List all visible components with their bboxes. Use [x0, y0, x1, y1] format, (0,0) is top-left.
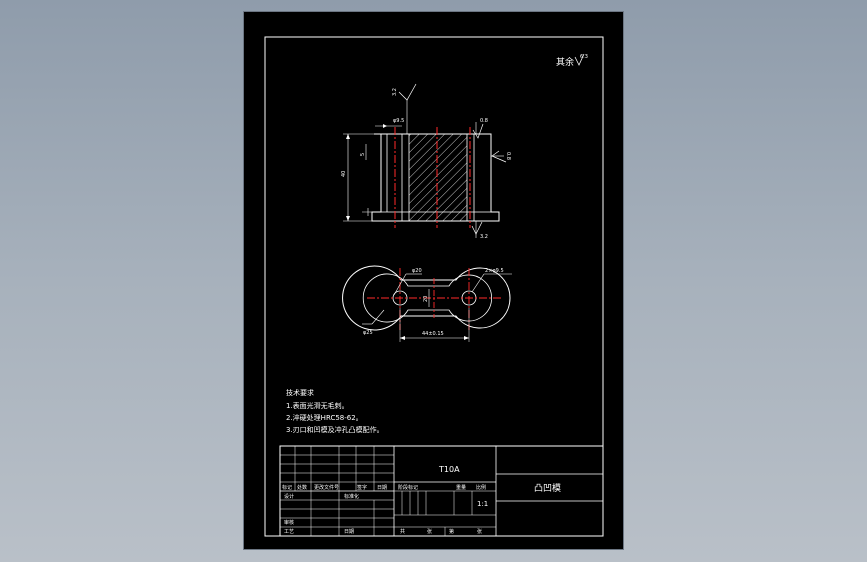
drawing-canvas: 其余 6.3 3.2 φ9.5 0.8 0.8 [264, 36, 604, 537]
roughness-symbol-icon [574, 53, 585, 66]
pitch-dim: 44±0.15 [422, 331, 444, 337]
side-roughness-icon [491, 150, 507, 163]
dia-top-dim: φ20 [412, 268, 422, 274]
page-label: 第 [449, 528, 454, 535]
tech-req-title: 技术要求 [286, 388, 314, 397]
dia-left-dim: φ25 [363, 330, 373, 336]
stage-label: 阶段标记 [398, 484, 418, 491]
total-label: 共 [400, 528, 405, 535]
tech-requirements: 技术要求 1.表面光滑无毛刺。 2.淬硬处理HRC58-62。 3.刃口和凹模及… [286, 388, 384, 434]
right-roughness-icon [472, 123, 484, 139]
tech-req-item-3: 3.刃口和凹模及冲孔凸模配作。 [286, 425, 384, 434]
process-label: 工艺 [284, 529, 294, 535]
col-date: 日期 [377, 485, 387, 491]
bottom-roughness-value: 3.2 [480, 234, 488, 240]
material-label: T10A [438, 465, 460, 474]
height-dim: 40 [341, 171, 347, 177]
top-view: φ20 2×φ9.5 20 φ25 44±0.15 [342, 265, 512, 342]
ratio-value: 1:1 [477, 500, 488, 508]
step-dim: 5 [360, 153, 366, 156]
col-count: 处数 [297, 484, 307, 491]
bore-dia-dim: φ9.5 [393, 118, 404, 124]
top-roughness-value: 3.2 [392, 88, 398, 96]
weight-label: 重量 [456, 484, 466, 491]
col-sign: 签字 [357, 484, 367, 491]
right-roughness-value: 0.8 [480, 118, 488, 124]
review-label: 审核 [284, 519, 294, 526]
ratio-label: 比例 [476, 484, 486, 491]
design-label: 设计 [284, 493, 294, 500]
sheet-unit: 张 [427, 528, 432, 535]
tech-req-item-2: 2.淬硬处理HRC58-62。 [286, 413, 363, 422]
roughness-note-value: 6.3 [580, 54, 588, 60]
front-outline [371, 133, 500, 222]
side-roughness-value: 0.8 [505, 152, 511, 160]
title-block [279, 445, 604, 537]
tech-req-item-1: 1.表面光滑无毛刺。 [286, 401, 349, 410]
standardize-label: 标准化 [344, 493, 359, 500]
roughness-note: 其余 6.3 [556, 53, 588, 68]
part-name: 凸凹模 [534, 483, 561, 494]
front-view: 3.2 φ9.5 0.8 0.8 40 5 3.2 [341, 83, 511, 240]
page-unit: 张 [477, 528, 482, 535]
date-label: 日期 [344, 529, 354, 535]
top-roughness-icon [398, 83, 417, 101]
col-doc: 更改文件号 [314, 484, 339, 491]
center-dim: 20 [423, 296, 429, 302]
drawing-sheet: 其余 6.3 3.2 φ9.5 0.8 0.8 [244, 12, 623, 549]
bottom-roughness-icon [471, 221, 483, 235]
roughness-note-label: 其余 [556, 56, 574, 68]
col-mark: 标记 [282, 484, 292, 491]
section-hatch [409, 134, 467, 221]
holes-dim: 2×φ9.5 [485, 268, 504, 274]
